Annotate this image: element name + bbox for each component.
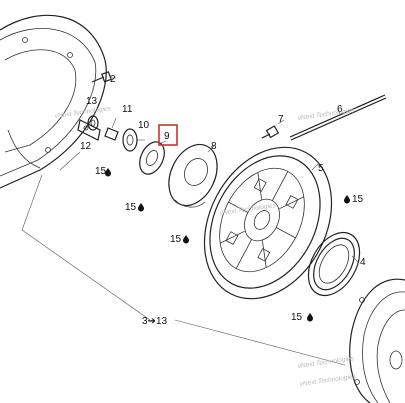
watermark: vNext Technologies	[297, 107, 355, 122]
part-10-ring	[122, 128, 145, 152]
part-9-disk	[139, 140, 167, 175]
watermark: vNext Technologies	[54, 105, 112, 120]
callout-4: 4	[360, 257, 366, 268]
callout-9: 9	[164, 131, 170, 142]
oil-drop-icon	[183, 235, 189, 244]
callout-11: 11	[122, 104, 133, 115]
callout-2: 2	[110, 74, 116, 85]
part-8-cam	[168, 143, 218, 208]
part-11-spring	[104, 117, 119, 141]
callout-10: 10	[138, 120, 150, 131]
oil-drop-icon	[138, 203, 144, 212]
part-3-housing	[349, 278, 405, 403]
watermark: vNext Technologies	[297, 355, 355, 370]
watermark: vNext Technologies	[299, 373, 357, 388]
callout-15-d: 15	[352, 194, 364, 205]
callout-15-a: 15	[95, 166, 107, 177]
callout-13: 13	[86, 96, 98, 107]
group-bracket-3-13	[21, 151, 346, 366]
part-12-bracket	[77, 119, 101, 141]
callout-5: 5	[318, 163, 324, 174]
callout-15-e: 15	[291, 312, 303, 323]
part-5-pulley	[203, 146, 333, 300]
oil-drop-icon	[344, 195, 350, 204]
callout-15-b: 15	[125, 202, 137, 213]
callout-3-to-13: 3➔13	[142, 316, 168, 327]
callout-7: 7	[278, 114, 284, 125]
callout-6: 6	[337, 104, 343, 115]
bolt-part-2	[91, 71, 116, 83]
highlight-box	[158, 124, 178, 146]
part-6-rod	[289, 94, 387, 141]
oil-drop-icon	[105, 168, 111, 177]
watermark: vNext Technologies	[219, 202, 277, 217]
callout-15-c: 15	[170, 234, 182, 245]
part-4-spring	[307, 231, 361, 297]
callout-12: 12	[80, 141, 92, 152]
housing-cover	[0, 14, 107, 189]
callout-8: 8	[211, 141, 217, 152]
part-7-screw	[261, 119, 285, 139]
oil-drop-icon	[307, 313, 313, 322]
